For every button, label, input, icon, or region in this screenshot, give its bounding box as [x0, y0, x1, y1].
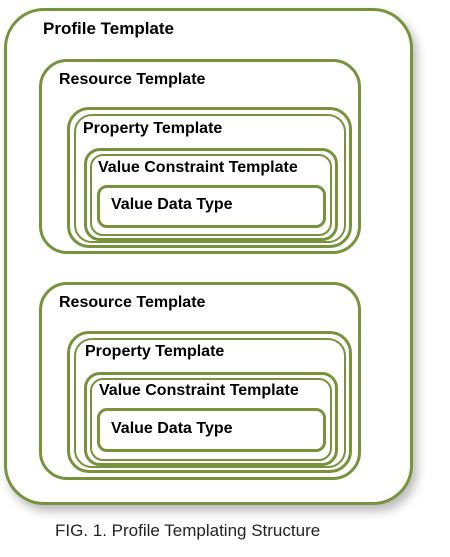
value-data-type-box-2 [97, 408, 326, 452]
figure-caption: FIG. 1. Profile Templating Structure [55, 521, 321, 540]
property-template-label-2: Property Template [85, 343, 225, 360]
value-constraint-template-label-1: Value Constraint Template [98, 159, 298, 176]
resource-template-label-1: Resource Template [59, 71, 206, 88]
value-constraint-template-label-2: Value Constraint Template [99, 382, 299, 399]
resource-template-label-2: Resource Template [59, 294, 206, 311]
value-data-type-box-1 [97, 185, 326, 228]
value-data-type-label-1: Value Data Type [111, 196, 233, 213]
property-template-label-1: Property Template [83, 120, 223, 137]
profile-template-label: Profile Template [43, 19, 174, 38]
value-data-type-label-2: Value Data Type [111, 420, 233, 437]
